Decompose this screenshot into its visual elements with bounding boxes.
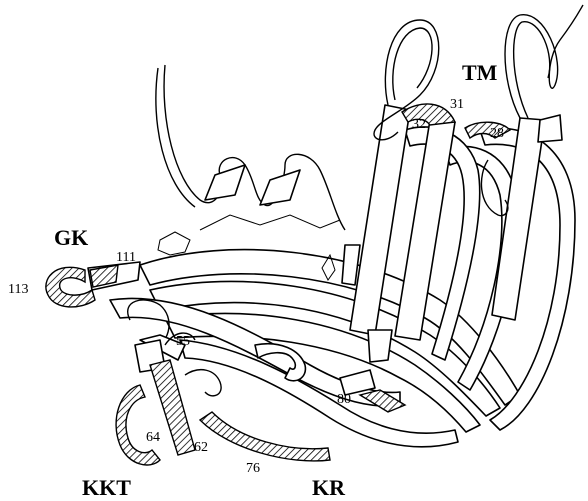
- residue-76-label: 76: [246, 461, 260, 476]
- tm-label: TM: [462, 60, 498, 85]
- residue-55-label: 55: [176, 334, 190, 349]
- gk-label: GK: [54, 225, 88, 250]
- residue-111-label: 111: [116, 250, 136, 265]
- residue-28-label: 28: [490, 126, 504, 141]
- kkt-label: KKT: [82, 475, 131, 500]
- residue-62-label: 62: [194, 440, 208, 455]
- residue-80-label: 80: [337, 392, 351, 407]
- kr-label: KR: [312, 475, 346, 500]
- residue-64-label: 64: [146, 430, 160, 445]
- residue-31-label: 31: [450, 97, 464, 112]
- residue-32-label: 32: [412, 117, 426, 132]
- residue-113-label: 113: [8, 282, 28, 297]
